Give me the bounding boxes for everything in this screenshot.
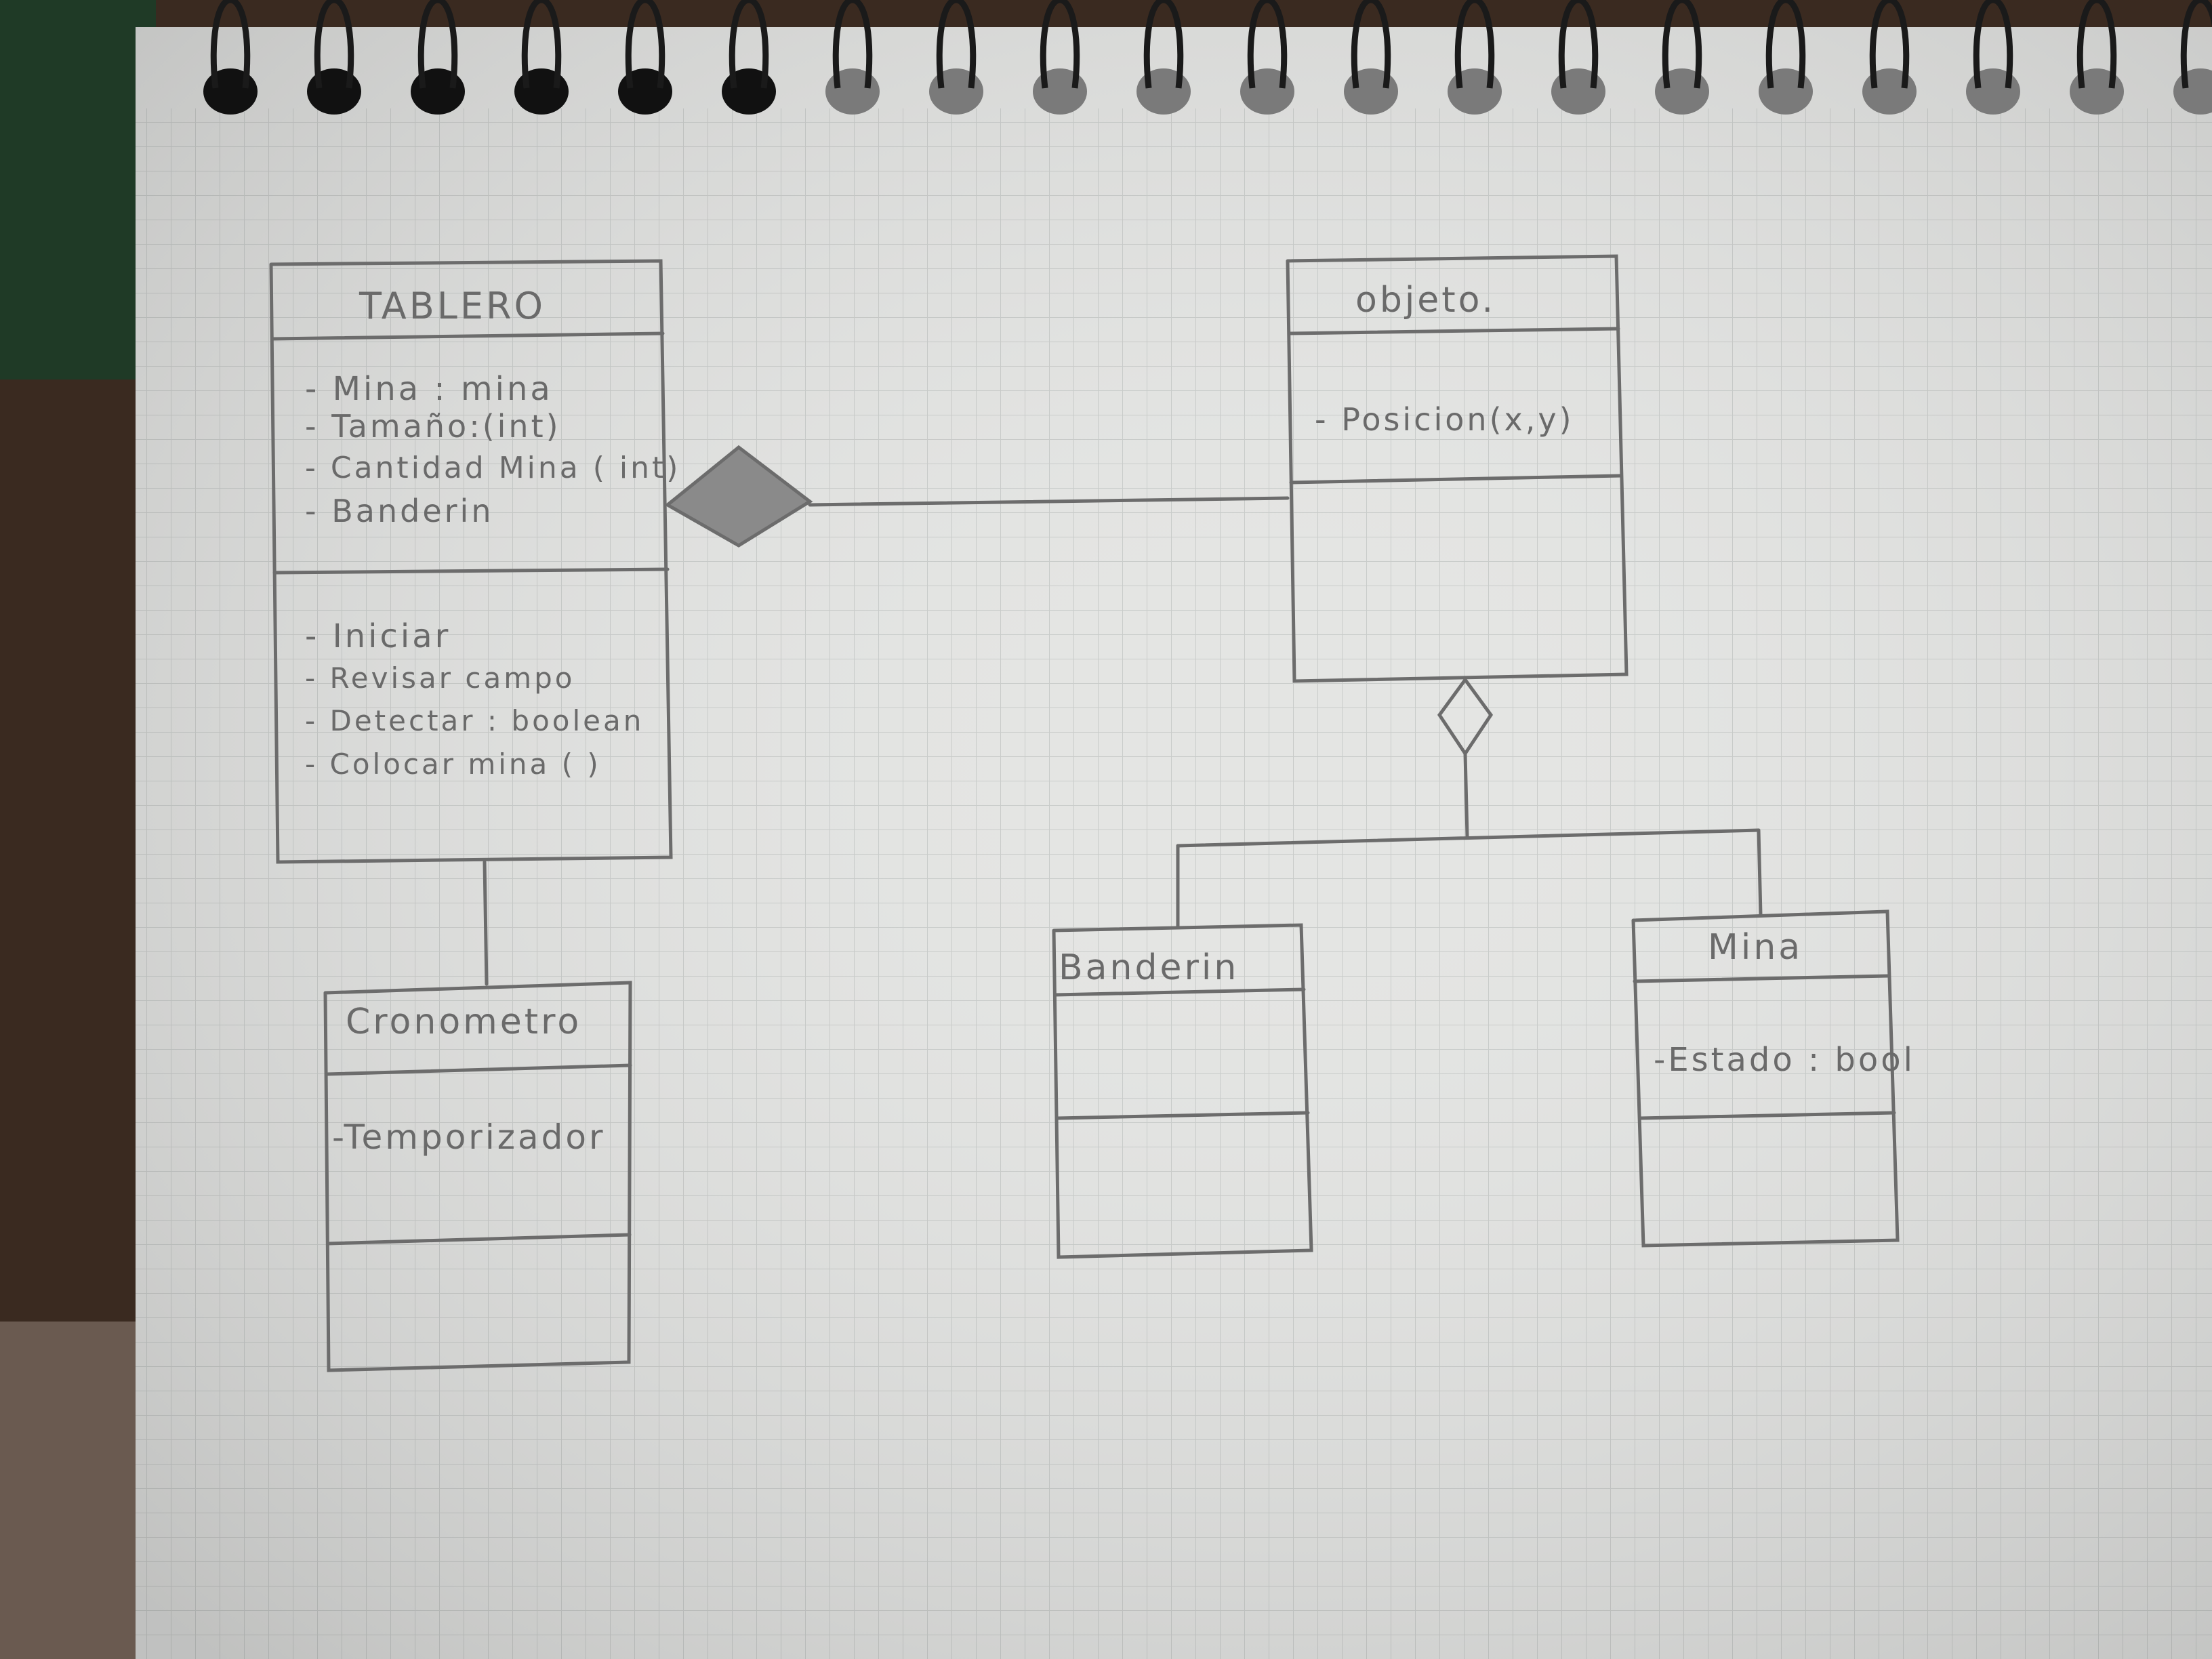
spiral-ring (1143, 0, 1184, 89)
cronometro-divider-1 (325, 1063, 632, 1076)
spiral-ring (1662, 0, 1702, 89)
spiral-binding (203, 0, 2212, 115)
mina-divider-1 (1633, 974, 1891, 983)
tablero-divider-2 (272, 567, 670, 575)
spiral-ring (1869, 0, 1910, 89)
class-mina: Mina -Estado : bool (1631, 909, 1915, 1248)
spiral-ring (2180, 0, 2212, 89)
composition-diamond (664, 445, 813, 548)
green-folder (0, 0, 156, 380)
mina-divider-2 (1638, 1111, 1896, 1120)
spiral-ring (729, 0, 769, 89)
objeto-attr-1: - Posicion(x,y) (1315, 401, 1574, 438)
class-objeto: objeto. - Posicion(x,y) (1286, 254, 1629, 683)
spiral-ring (936, 0, 977, 89)
cronometro-attr-1: -Temporizador (332, 1118, 606, 1157)
banderin-name: Banderin (1059, 947, 1239, 988)
composition-line (808, 496, 1290, 507)
spiral-ring (314, 0, 354, 89)
tablero-method-4: - Colocar mina ( ) (305, 747, 601, 781)
banderin-divider-1 (1053, 987, 1306, 997)
tablero-attr-4: - Banderin (305, 493, 493, 529)
spiral-ring (625, 0, 665, 89)
spiral-ring (1351, 0, 1391, 89)
aggregation-bar (1176, 828, 1761, 848)
spiral-ring (1247, 0, 1288, 89)
objeto-box (1286, 254, 1629, 683)
spiral-ring (210, 0, 251, 89)
spiral-ring (521, 0, 562, 89)
aggregation-drop-mina (1757, 828, 1763, 917)
tablero-method-2: - Revisar campo (305, 661, 575, 695)
spiral-ring (832, 0, 873, 89)
objeto-divider-2 (1289, 474, 1623, 485)
banderin-divider-2 (1055, 1111, 1310, 1120)
tablero-method-3: - Detectar : boolean (305, 704, 644, 737)
tablero-method-1: - Iniciar (305, 617, 451, 655)
mina-name: Mina (1708, 927, 1803, 968)
class-tablero: TABLERO - Mina : mina - Tamaño:(int) - C… (269, 259, 680, 864)
tablero-divider-1 (270, 331, 665, 341)
tablero-attr-2: - Tamaño:(int) (305, 408, 561, 445)
tablero-attr-3: - Cantidad Mina ( int) (305, 451, 680, 485)
spiral-ring (2076, 0, 2117, 89)
objeto-name: objeto. (1355, 280, 1496, 321)
aggregation-stem (1463, 752, 1469, 839)
tablero-attr-1: - Mina : mina (305, 370, 553, 408)
mina-attr-1: -Estado : bool (1654, 1041, 1915, 1079)
spiral-ring (1454, 0, 1495, 89)
spiral-ring (1558, 0, 1599, 89)
spiral-ring (1973, 0, 2013, 89)
class-cronometro: Cronometro -Temporizador (323, 981, 632, 1372)
objeto-divider-1 (1287, 327, 1620, 335)
tablero-name: TABLERO (359, 285, 546, 327)
spiral-ring (1040, 0, 1080, 89)
cronometro-name: Cronometro (346, 1002, 581, 1042)
aggregation-objeto-children (1176, 676, 1763, 929)
class-banderin: Banderin (1052, 923, 1313, 1259)
spiral-ring (1765, 0, 1806, 89)
page-shading (136, 27, 2212, 1659)
banderin-box (1052, 923, 1313, 1259)
composition-tablero-objeto (664, 445, 1290, 548)
cronometro-divider-2 (326, 1233, 632, 1246)
floor-tile (0, 1322, 156, 1659)
mina-box (1631, 909, 1900, 1248)
association-tablero-cronometro (483, 860, 489, 986)
spiral-ring (417, 0, 458, 89)
tablero-box (269, 259, 673, 864)
